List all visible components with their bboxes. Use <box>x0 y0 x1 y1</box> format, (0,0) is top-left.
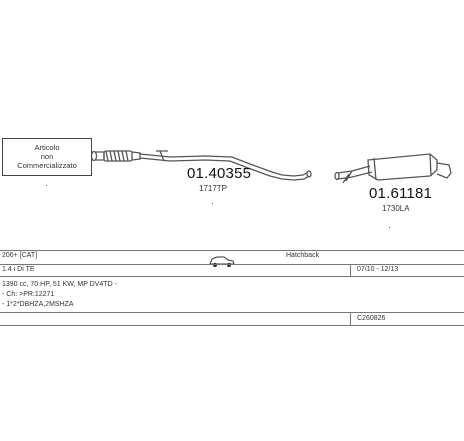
spec-catalog-code: C260826 <box>357 315 386 322</box>
rear-silencer-drawing <box>334 153 452 184</box>
marker-dot: · <box>45 180 48 190</box>
table-col-divider <box>350 264 351 276</box>
car-icon <box>209 256 235 268</box>
table-top-border <box>0 250 464 251</box>
marker-dot: · <box>388 222 391 232</box>
not-commercialized-box: Articolo non Commercializzato <box>2 138 92 176</box>
marker-dot: · <box>211 198 214 208</box>
spec-body-type: Hatchback <box>286 252 320 259</box>
spec-dates: 07/10 - 12/13 <box>357 266 399 273</box>
spec-chassis: - Ch: >PR:12271 <box>2 291 55 298</box>
part-number-rear-silencer[interactable]: 01.61181 <box>369 185 433 202</box>
spec-engine-detail: 1390 cc, 70 HP, 51 KW, MP DV4TD - <box>2 281 117 288</box>
table-col-divider <box>350 312 351 325</box>
table-row-border <box>0 264 464 265</box>
part-ref-front-pipe: 1717TP <box>199 184 228 193</box>
part-number-front-pipe[interactable]: 01.40355 <box>187 165 252 182</box>
table-row-border <box>0 276 464 277</box>
table-bottom-border <box>0 325 464 326</box>
table-row-border <box>0 312 464 313</box>
box-line-3: Commercializzato <box>17 161 77 170</box>
box-line-2: non <box>40 152 54 161</box>
spec-engine-name: 1.4 i Di TE <box>2 266 35 273</box>
front-pipe-drawing <box>90 150 312 181</box>
box-line-1: Articolo <box>34 143 60 152</box>
spec-codes: - 1*2*DBHZA,2MSHZA <box>2 301 74 308</box>
part-ref-rear-silencer: 1730LA <box>382 204 410 213</box>
spec-model: 206+ [CAT] <box>2 252 38 259</box>
